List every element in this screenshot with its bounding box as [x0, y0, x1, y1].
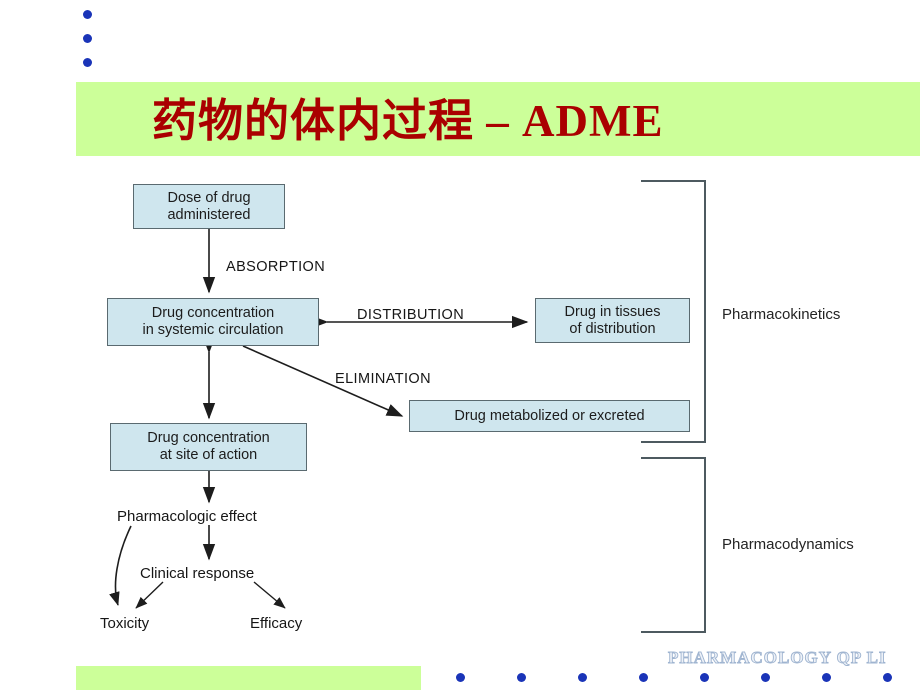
decorative-dot — [83, 58, 92, 67]
node-drug-concentration-site-of-action: Drug concentration at site of action — [110, 423, 307, 471]
decorative-dot — [883, 673, 892, 682]
node-drug-in-tissues: Drug in tissues of distribution — [535, 298, 690, 343]
watermark-text: PHARMACOLOGY QP LI — [668, 648, 887, 668]
decorative-dot — [639, 673, 648, 682]
label-toxicity: Toxicity — [100, 615, 150, 632]
node-dose-of-drug: Dose of drug administered — [133, 184, 285, 229]
decorative-dot — [761, 673, 770, 682]
label-pharmacologic-effect: Pharmacologic effect — [117, 508, 257, 525]
decorative-dot — [517, 673, 526, 682]
node-drug-concentration-systemic: Drug concentration in systemic circulati… — [107, 298, 319, 346]
node-drug-metabolized-or-excreted: Drug metabolized or excreted — [409, 400, 690, 432]
decorative-dot — [822, 673, 831, 682]
label-clinical-response: Clinical response — [140, 565, 255, 582]
label-elimination: ELIMINATION — [335, 371, 431, 387]
label-pharmacodynamics: Pharmacodynamics — [722, 536, 854, 553]
decorative-dot — [456, 673, 465, 682]
label-efficacy: Efficacy — [250, 615, 303, 632]
footer-band — [76, 666, 421, 690]
label-absorption: ABSORPTION — [226, 259, 326, 275]
diagram-connectors — [109, 180, 706, 633]
decorative-dot — [578, 673, 587, 682]
admev-diagram: Dose of drug administered Drug concentra… — [0, 160, 920, 660]
page-title: 药物的体内过程 – ADME — [152, 96, 664, 146]
decorative-dot — [700, 673, 709, 682]
decorative-dot — [83, 34, 92, 43]
label-distribution: DISTRIBUTION — [357, 307, 465, 323]
decorative-dot — [83, 10, 92, 19]
label-pharmacokinetics: Pharmacokinetics — [722, 306, 841, 323]
title-band — [76, 82, 920, 156]
